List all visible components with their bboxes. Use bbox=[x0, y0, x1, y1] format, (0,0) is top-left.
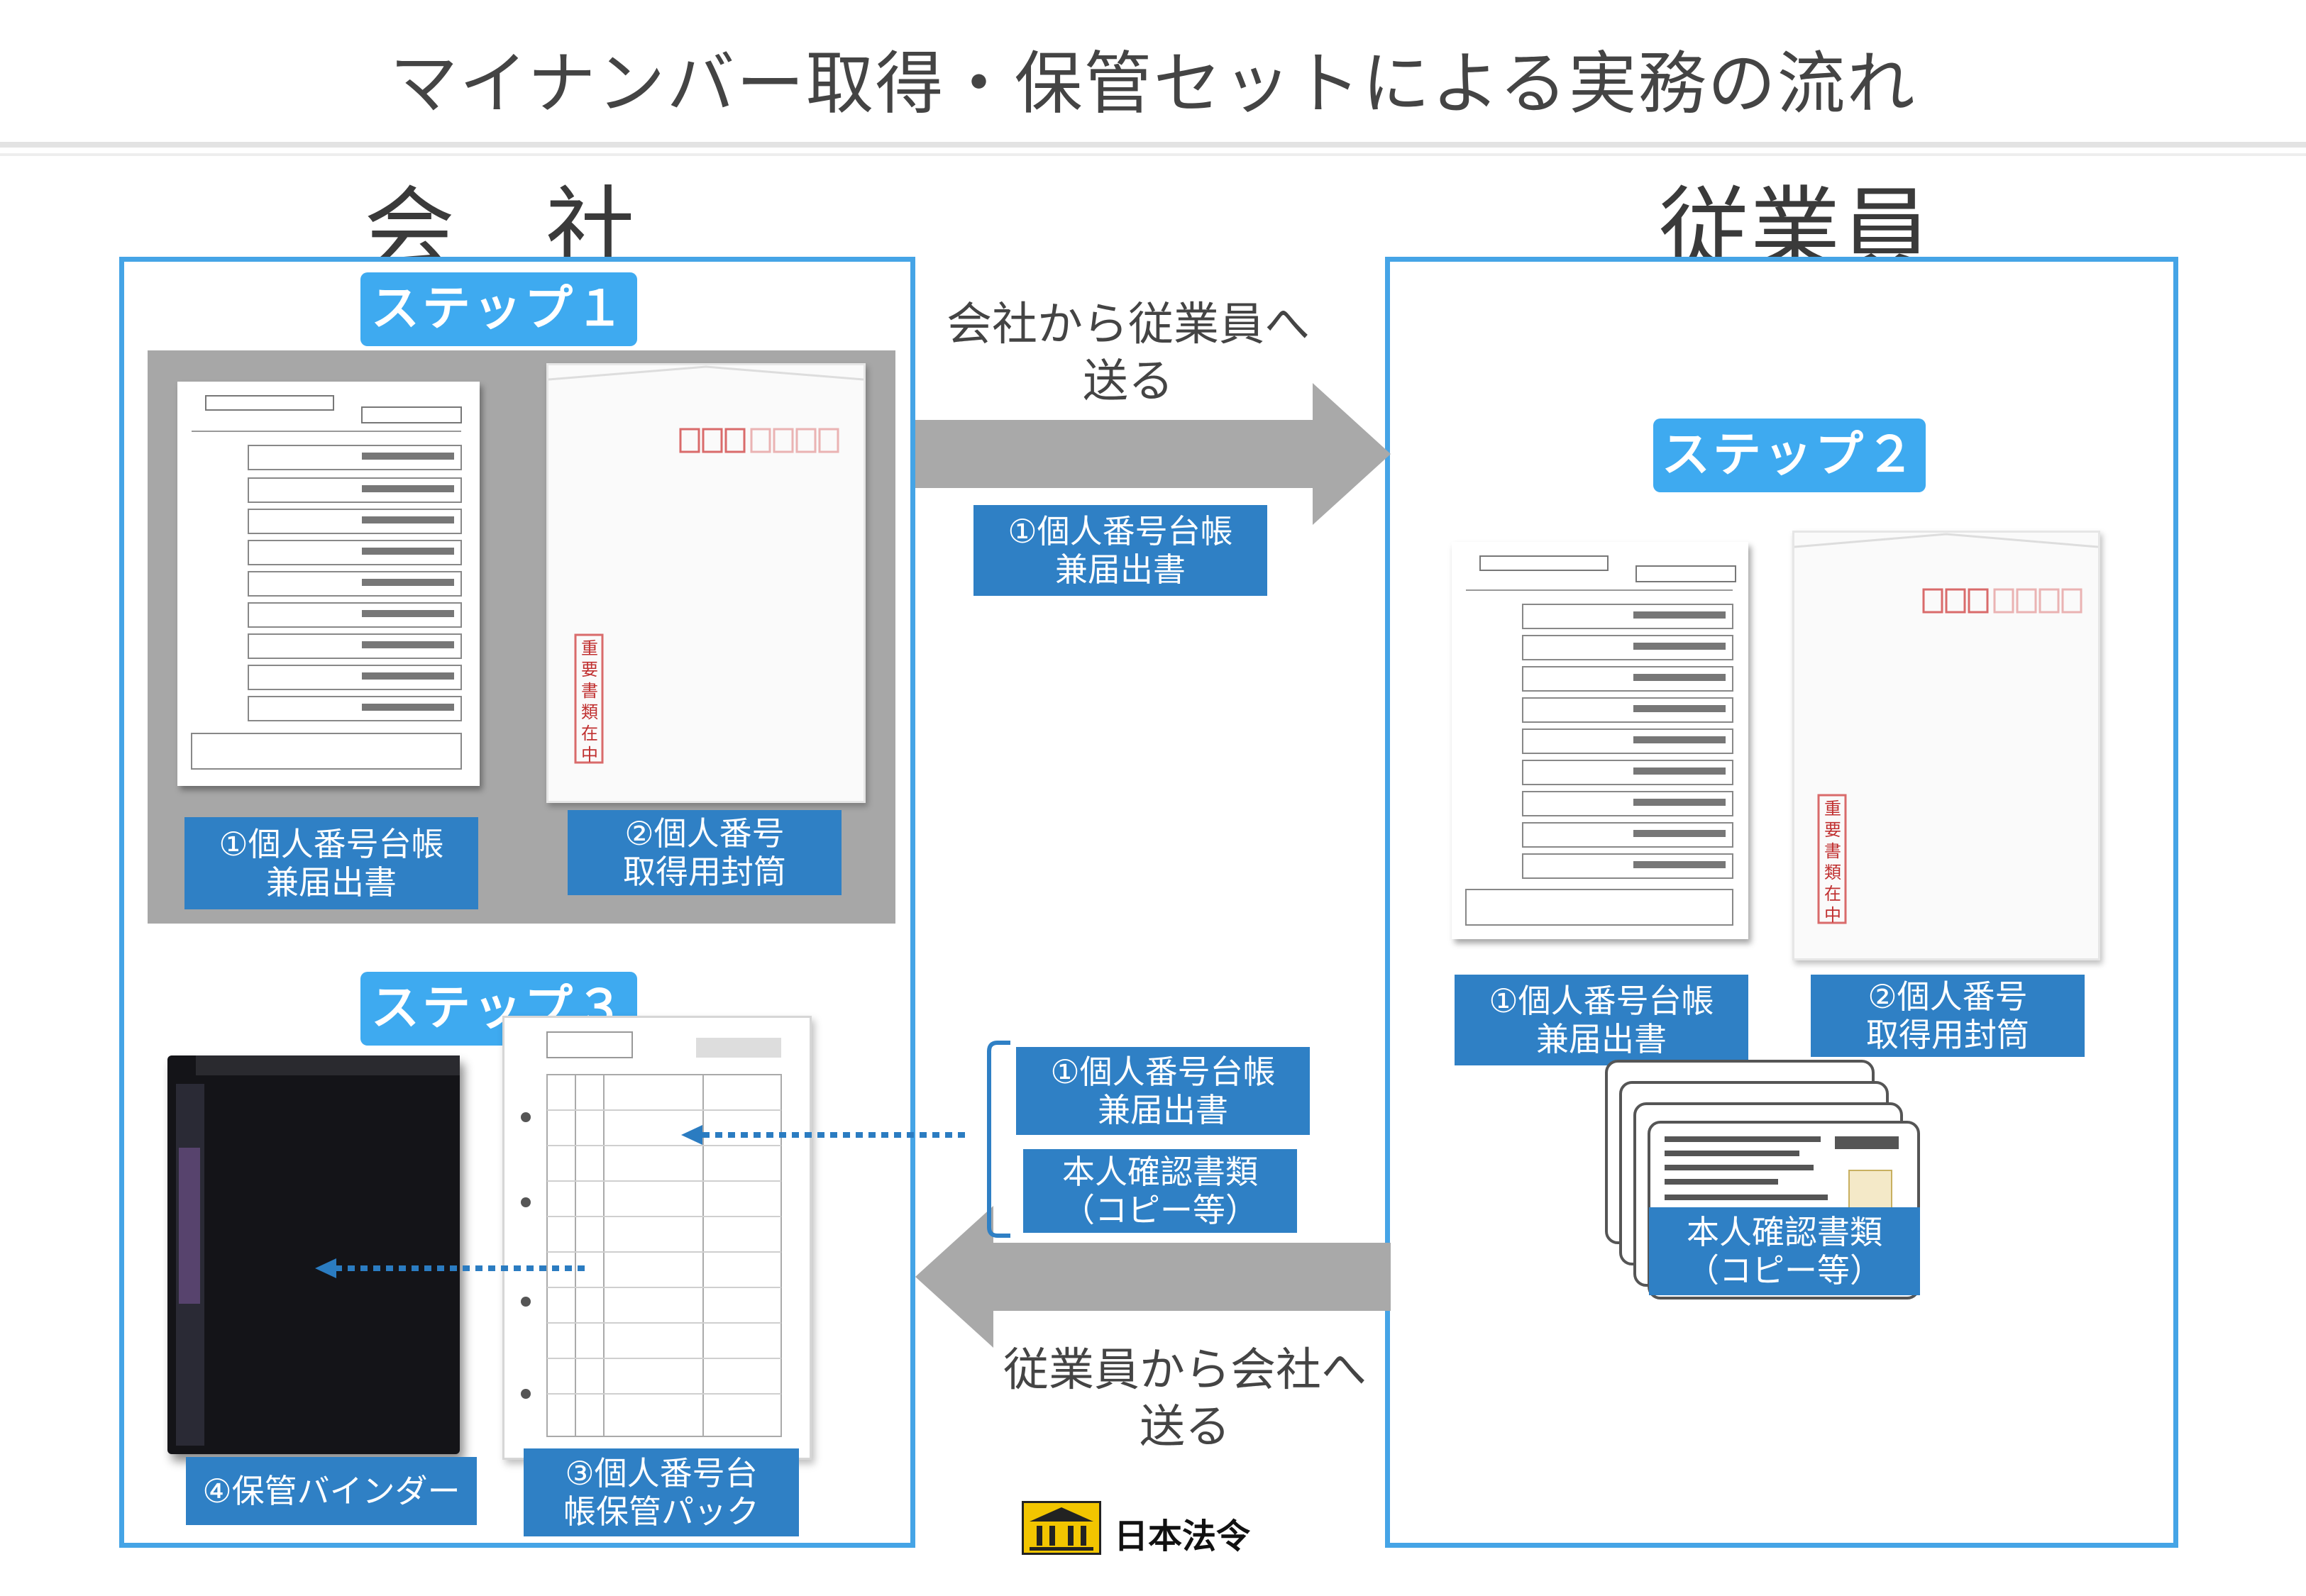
dotted-arrow-to-pack bbox=[681, 1125, 965, 1145]
arrow-to-employee bbox=[915, 383, 1391, 525]
ledger-label-step1: ①個人番号台帳兼届出書 bbox=[184, 817, 478, 909]
ledger-document bbox=[177, 382, 480, 786]
envelope-label-step1: ②個人番号取得用封筒 bbox=[568, 810, 842, 895]
title-divider-thin bbox=[0, 153, 2306, 156]
step1-badge: ステップ１ bbox=[360, 272, 637, 346]
flow-to-company-text: 従業員から会社へ送る bbox=[1003, 1344, 1367, 1453]
step2-badge: ステップ２ bbox=[1653, 419, 1926, 492]
envelope-graphic bbox=[548, 365, 864, 764]
ledger-form-graphic bbox=[191, 395, 462, 770]
pack-label: ③個人番号台帳保管パック bbox=[524, 1448, 799, 1536]
storage-pack bbox=[502, 1016, 812, 1460]
envelope-employee: 重要書類在中 bbox=[1792, 531, 2100, 960]
page-title: マイナンバー取得・保管セットによる実務の流れ bbox=[390, 44, 1916, 123]
title-divider bbox=[0, 142, 2306, 148]
storage-pack-graphic bbox=[521, 1031, 782, 1437]
id-docs-label-employee: 本人確認書類（コピー等） bbox=[1649, 1207, 1920, 1295]
envelope: 重要書類在中 bbox=[546, 363, 866, 803]
binder-graphic bbox=[176, 1055, 460, 1446]
arrow-to-company bbox=[915, 1206, 1391, 1348]
id-docs-label-return: 本人確認書類（コピー等） bbox=[1023, 1149, 1297, 1233]
return-docs-bracket bbox=[987, 1041, 1010, 1238]
ledger-document-employee bbox=[1452, 542, 1748, 939]
logo-building-icon bbox=[1022, 1501, 1101, 1555]
envelope-label-employee: ②個人番号取得用封筒 bbox=[1811, 975, 2085, 1057]
binder bbox=[167, 1055, 460, 1454]
flow-to-employee-text: 会社から従業員へ送る bbox=[947, 299, 1310, 408]
envelope-stamp-employee: 重要書類在中 bbox=[1824, 799, 1841, 925]
dotted-arrow-to-binder bbox=[315, 1258, 585, 1278]
envelope-stamp: 重要書類在中 bbox=[581, 638, 598, 765]
ledger-form-graphic-employee bbox=[1465, 555, 1736, 926]
ledger-label-employee: ①個人番号台帳兼届出書 bbox=[1455, 975, 1748, 1065]
ledger-label-return: ①個人番号台帳兼届出書 bbox=[1016, 1047, 1310, 1135]
envelope-graphic-employee bbox=[1794, 533, 2099, 924]
binder-label: ④保管バインダー bbox=[186, 1457, 477, 1525]
ledger-label-transfer: ①個人番号台帳兼届出書 bbox=[973, 505, 1267, 596]
logo-building-graphic bbox=[1030, 1507, 1093, 1551]
logo-text: 日本法令 bbox=[1114, 1517, 1251, 1556]
